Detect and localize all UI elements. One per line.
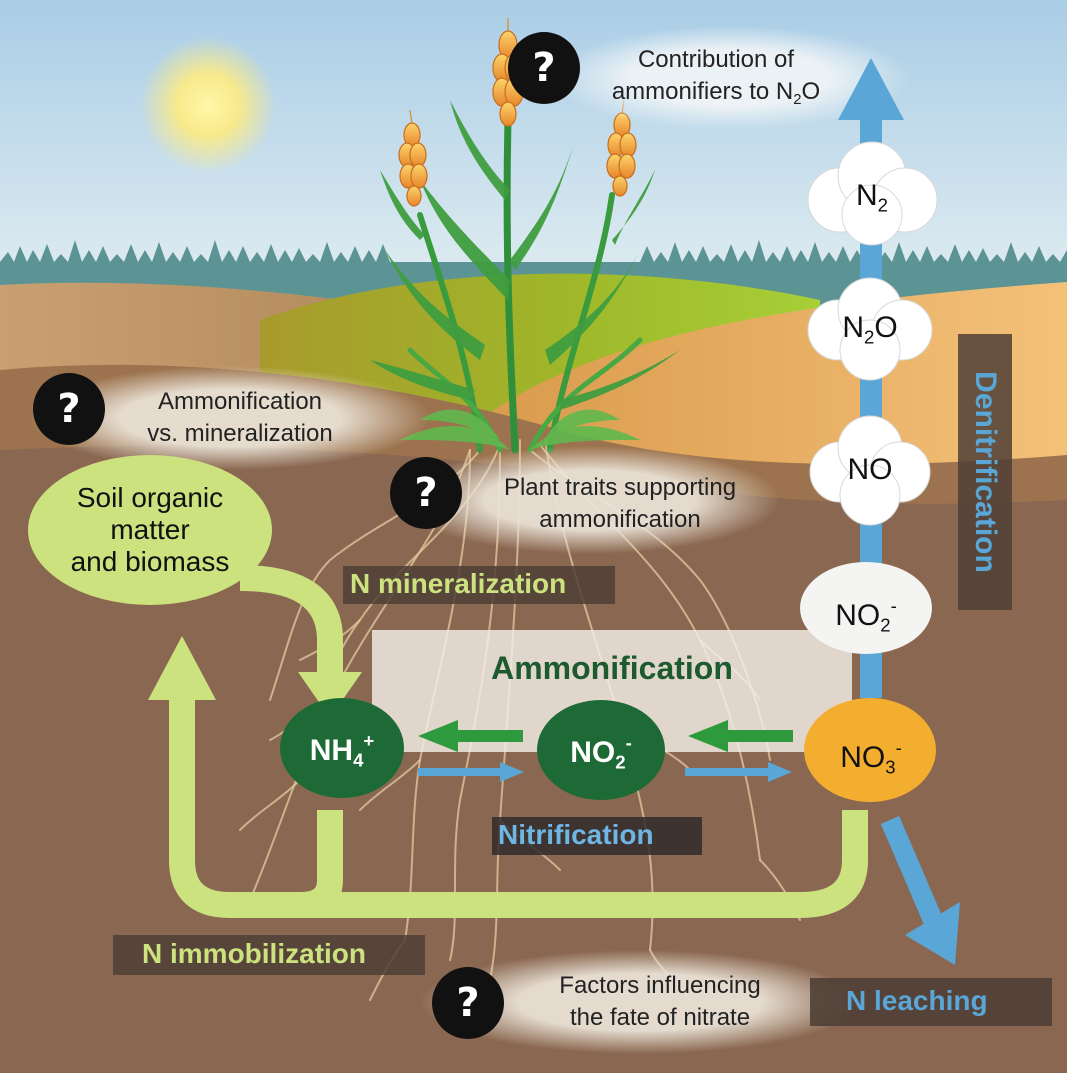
question-plant-traits: Plant traits supporting ammonification <box>470 472 770 536</box>
n2-node: N2 <box>822 180 922 222</box>
subscript: 2 <box>877 194 888 216</box>
soil-organic-matter-ellipse <box>28 455 272 605</box>
subscript: 2 <box>880 614 891 636</box>
no3-node: NO3- <box>806 732 936 784</box>
node-line: Soil organic <box>76 482 224 513</box>
formula-base: NO <box>570 736 616 770</box>
formula-base: NH <box>309 734 354 768</box>
n-immobilization-bg <box>113 935 425 975</box>
question-mark-icon: ? <box>508 32 580 104</box>
no2-white-node: NO2- <box>806 590 926 642</box>
wheat-plant <box>370 18 680 454</box>
no2-green-node: NO2- <box>540 732 662 774</box>
no-node: NO <box>820 454 920 486</box>
ammonification-label: Ammonification <box>491 650 733 686</box>
question-ammonifiers-n2o: Contribution of ammonifiers to N2O <box>596 44 836 116</box>
subscript: 2 <box>863 326 875 348</box>
n-mineralization-label: N mineralization <box>350 568 567 599</box>
formula-base: NO <box>840 741 886 775</box>
question-line: Contribution of <box>637 46 795 73</box>
question-line: ammonifiers to N2O <box>596 76 836 116</box>
cloud-n2o <box>807 277 933 381</box>
formula-base: NO <box>847 453 893 486</box>
question-line: Factors influencing <box>559 972 761 999</box>
plant-base-leaves <box>400 409 640 450</box>
leaching-arrowhead <box>905 902 960 965</box>
immobilization-paths <box>169 690 868 918</box>
question-line: Plant traits supporting <box>503 474 737 501</box>
sun <box>140 37 276 173</box>
bubble-ammonification-vs-mineralization <box>30 366 430 470</box>
subscript: 2 <box>793 92 802 109</box>
denitrification-arrowhead <box>838 58 904 120</box>
n-immobilization-label: N immobilization <box>142 938 366 969</box>
question-mark-icon: ? <box>432 967 504 1039</box>
mineralization-path <box>239 565 343 680</box>
n-leaching-bg <box>810 978 1052 1026</box>
n-leaching-label: N leaching <box>846 985 988 1016</box>
immobilization-arrowhead <box>148 636 216 700</box>
subscript: 4 <box>353 749 364 771</box>
ammonification-arrows <box>418 720 793 752</box>
superscript: - <box>890 595 897 616</box>
question-mark-icon: ? <box>33 373 105 445</box>
soil-organic-matter-node: Soil organic matter and biomass <box>40 482 260 578</box>
nh4-node: NH4+ <box>282 730 402 772</box>
question-line: Ammonification <box>157 388 323 415</box>
formula-suffix: O <box>874 311 898 344</box>
question-fate-of-nitrate: Factors influencing the fate of nitrate <box>520 970 800 1034</box>
question-line: the fate of nitrate <box>569 1004 751 1031</box>
superscript: + <box>363 730 375 751</box>
n-mineralization-bg <box>343 566 615 604</box>
bubble-fate-of-nitrate <box>420 950 860 1054</box>
cloud-n2 <box>807 141 938 246</box>
no3-ellipse <box>804 698 936 802</box>
formula-base: N <box>842 311 864 344</box>
question-line: ammonification <box>539 506 701 533</box>
node-line: matter <box>110 514 190 545</box>
superscript: - <box>625 732 632 753</box>
question-ammonification-vs-mineralization: Ammonification vs. mineralization <box>120 386 360 450</box>
formula-base: NO <box>835 599 881 633</box>
nitrification-bg <box>492 817 702 855</box>
denitrification-label: Denitrification <box>969 371 1002 573</box>
superscript: - <box>895 737 902 758</box>
cloud-no <box>809 415 931 526</box>
text-part: O <box>801 78 821 105</box>
text-part: ammonifiers to N <box>611 78 794 105</box>
bubble-ammonifiers-n2o <box>550 26 910 130</box>
subscript: 2 <box>615 751 626 773</box>
formula-base: N <box>855 179 878 212</box>
no2-white-ellipse <box>800 562 932 654</box>
n2o-node: N2O <box>820 312 920 354</box>
question-line: vs. mineralization <box>147 420 333 447</box>
nitrification-label: Nitrification <box>498 819 654 850</box>
denitrification-bg <box>958 334 1012 610</box>
question-mark-icon: ? <box>390 457 462 529</box>
nitrification-arrows <box>418 762 792 782</box>
nh4-ellipse <box>280 698 404 798</box>
denitrification-arrow-shaft <box>860 118 882 698</box>
bubble-plant-traits <box>400 446 780 554</box>
mineralization-arrowhead <box>298 672 362 718</box>
no2-green-ellipse <box>537 700 665 800</box>
leaching-arrow-shaft <box>880 816 945 929</box>
subscript: 3 <box>885 756 896 778</box>
node-line: and biomass <box>70 546 230 577</box>
